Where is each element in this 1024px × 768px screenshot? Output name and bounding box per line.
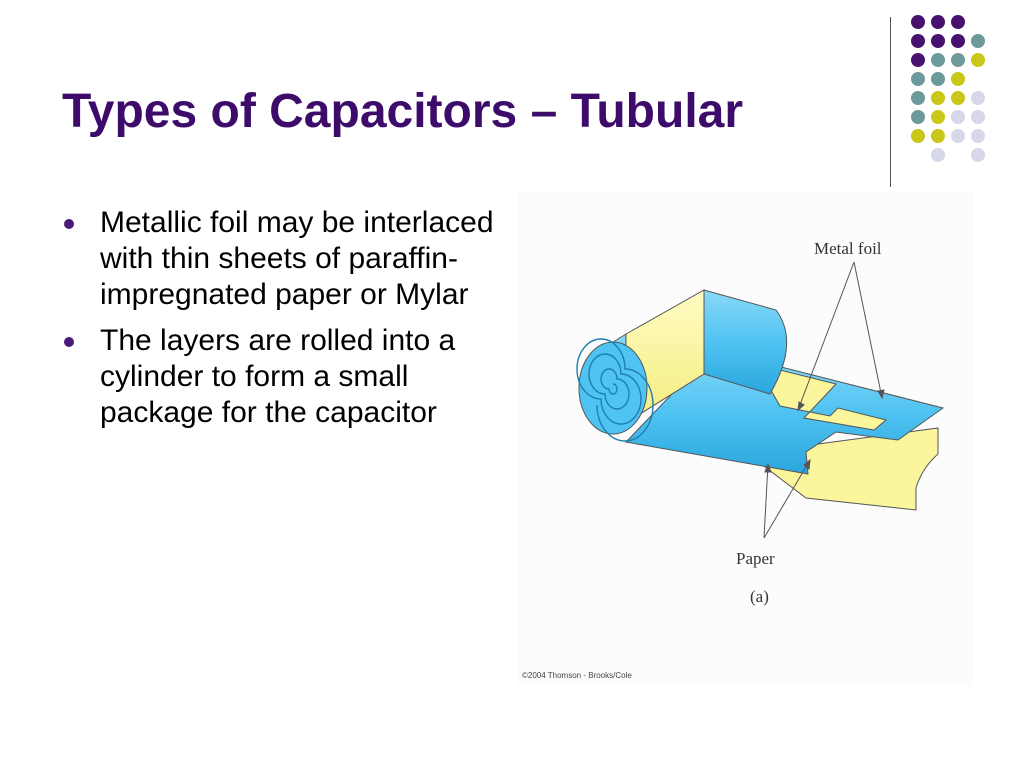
bullet-item: The layers are rolled into a cylinder to… <box>62 323 502 431</box>
bullet-text: The layers are rolled into a cylinder to… <box>100 324 456 429</box>
bullet-dot-icon <box>64 219 74 229</box>
decorative-dot <box>931 53 945 67</box>
bullet-item: Metallic foil may be interlaced with thi… <box>62 205 502 313</box>
decorative-dot <box>971 148 985 162</box>
decorative-dot <box>951 91 965 105</box>
decorative-dot <box>951 53 965 67</box>
decorative-dot <box>971 110 985 124</box>
decorative-dot <box>911 72 925 86</box>
roll-foil-right <box>703 289 788 395</box>
decorative-dot <box>951 110 965 124</box>
decorative-dot <box>931 91 945 105</box>
capacitor-diagram: Metal foil Paper (a) ©2004 Thomson - Bro… <box>522 239 945 680</box>
decorative-dot <box>951 129 965 143</box>
decorative-dot <box>911 91 925 105</box>
roll-end <box>578 341 648 435</box>
decorative-dot <box>971 129 985 143</box>
title-divider <box>890 17 891 187</box>
decorative-dot <box>931 34 945 48</box>
decorative-dot <box>931 72 945 86</box>
decorative-dot <box>971 53 985 67</box>
decorative-dot-grid <box>911 15 985 162</box>
label-leader-lines <box>763 261 885 539</box>
decorative-dot <box>911 34 925 48</box>
decorative-dot <box>911 53 925 67</box>
decorative-dot <box>911 129 925 143</box>
label-panel: (a) <box>750 587 769 606</box>
decorative-dot <box>931 110 945 124</box>
decorative-dot <box>951 15 965 29</box>
decorative-dot <box>931 148 945 162</box>
paper-sheet-upper <box>754 363 888 431</box>
bullet-list: Metallic foil may be interlaced with thi… <box>62 205 502 441</box>
roll-spiral <box>576 338 654 442</box>
copyright-note: ©2004 Thomson - Brooks/Cole <box>522 671 632 680</box>
bullet-text: Metallic foil may be interlaced with thi… <box>100 206 494 311</box>
decorative-dot <box>971 91 985 105</box>
decorative-dot <box>911 110 925 124</box>
decorative-dot <box>951 34 965 48</box>
label-metal-foil: Metal foil <box>814 239 882 258</box>
slide-title: Types of Capacitors – Tubular <box>62 85 744 138</box>
bullet-dot-icon <box>64 337 74 347</box>
decorative-dot <box>931 129 945 143</box>
decorative-dot <box>931 15 945 29</box>
decorative-dot <box>951 72 965 86</box>
decorative-dot <box>971 34 985 48</box>
label-paper: Paper <box>736 549 775 568</box>
decorative-dot <box>911 15 925 29</box>
